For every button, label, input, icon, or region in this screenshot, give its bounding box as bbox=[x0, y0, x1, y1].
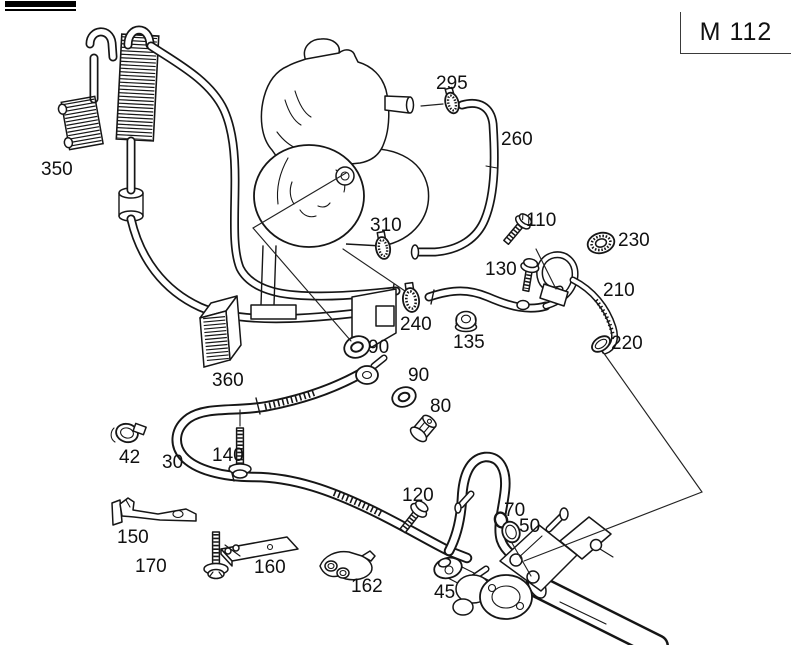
callout-170: 170 bbox=[135, 556, 167, 577]
hose-assembly-30-drawing bbox=[171, 354, 524, 565]
callout-360: 360 bbox=[212, 370, 244, 391]
bolt-110-icon bbox=[503, 213, 533, 245]
seal-ring-50-icon bbox=[501, 520, 521, 544]
callout-120: 120 bbox=[402, 485, 434, 506]
pressure-line-210-drawing bbox=[424, 251, 619, 355]
grommet-45-icon bbox=[433, 556, 463, 580]
return-hose-260-drawing bbox=[410, 98, 499, 260]
callout-210: 210 bbox=[603, 280, 635, 301]
callout-220: 220 bbox=[611, 333, 643, 354]
plate-160-drawing bbox=[220, 536, 299, 567]
clamp-42-icon bbox=[110, 422, 147, 444]
callout-230: 230 bbox=[618, 230, 650, 251]
engine-model-box: M 112 bbox=[680, 12, 791, 54]
callout-135: 135 bbox=[453, 332, 485, 353]
callout-350: 350 bbox=[41, 159, 73, 180]
callout-295: 295 bbox=[436, 73, 468, 94]
redacted-title-bar bbox=[5, 1, 76, 7]
callout-140: 140 bbox=[212, 445, 244, 466]
seal-ring-90b-icon bbox=[391, 386, 417, 408]
callout-260: 260 bbox=[501, 129, 533, 150]
leader-lines bbox=[252, 103, 703, 577]
callout-80: 80 bbox=[430, 396, 452, 417]
grommet-230-icon bbox=[586, 231, 616, 255]
callout-110: 110 bbox=[526, 210, 557, 231]
pump-and-reservoir-drawing bbox=[250, 38, 430, 348]
redacted-title-underline bbox=[5, 9, 76, 11]
callout-162: 162 bbox=[351, 576, 383, 597]
callout-150: 150 bbox=[117, 527, 149, 548]
screw-plug-80-icon bbox=[409, 414, 437, 443]
callout-310: 310 bbox=[370, 215, 402, 236]
bolt-130-icon bbox=[520, 258, 540, 293]
shield-162-drawing bbox=[319, 550, 376, 581]
nut-135-icon bbox=[454, 310, 478, 333]
clamp-310-icon bbox=[374, 230, 392, 260]
bolt-120-icon bbox=[399, 500, 429, 534]
bolt-170-icon bbox=[203, 531, 229, 580]
callout-42: 42 bbox=[119, 447, 141, 468]
callout-45: 45 bbox=[434, 582, 456, 603]
cooler-pipes-drawing bbox=[126, 41, 401, 324]
clamp-240-icon bbox=[402, 281, 420, 313]
clamp-295-icon bbox=[444, 86, 460, 115]
fluid-cooler-drawing bbox=[57, 25, 160, 222]
seal-ring-90a-icon bbox=[343, 335, 371, 359]
callout-130: 130 bbox=[485, 259, 517, 280]
callout-90-a: 90 bbox=[368, 337, 390, 358]
callout-240: 240 bbox=[400, 314, 432, 335]
callout-30: 30 bbox=[162, 452, 184, 473]
callout-160: 160 bbox=[254, 557, 286, 578]
callout-70: 70 bbox=[504, 500, 526, 521]
bolt-140-icon bbox=[228, 409, 252, 479]
seal-ring-220-icon bbox=[591, 335, 611, 353]
bracket-150-drawing bbox=[111, 497, 197, 526]
callout-50: 50 bbox=[519, 516, 541, 537]
callout-90-b: 90 bbox=[408, 365, 430, 386]
rubber-mount-360-drawing bbox=[199, 295, 242, 368]
engine-model-label: M 112 bbox=[699, 18, 773, 46]
steering-gear-drawing bbox=[445, 507, 669, 645]
